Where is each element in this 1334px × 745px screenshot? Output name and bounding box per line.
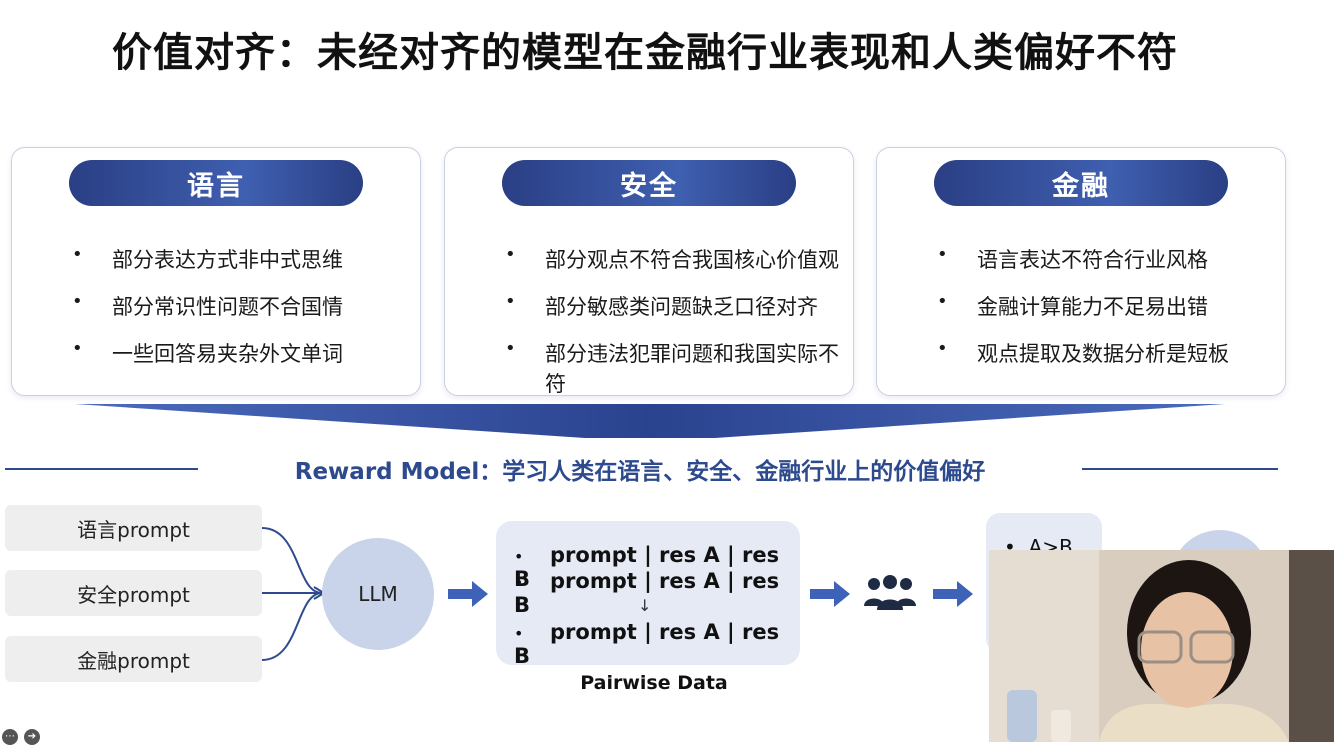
bullet-item: 部分敏感类问题缺乏口径对齐 [505,291,853,338]
card-language: 语言 部分表达方式非中式思维 部分常识性问题不合国情 一些回答易夹杂外文单词 [11,147,421,396]
converge-banner [75,404,1225,438]
arrow-right-icon [933,581,973,607]
arrow-right-icon [810,581,850,607]
bullet-item: 部分表达方式非中式思维 [72,244,343,291]
arrow-right-icon [448,581,488,607]
presenter-image [989,550,1334,742]
pair-row: •prompt | res A | res B [514,620,780,668]
bullet-item: 语言表达不符合行业风格 [937,244,1229,291]
pairwise-caption: Pairwise Data [580,672,728,694]
pair-row: •prompt | res A | res B [514,543,780,591]
down-arrow-icon: ↓ [638,596,652,615]
people-icon [864,575,916,610]
divider-right [1082,468,1278,470]
pairwise-data-box: •prompt | res A | res B •prompt | res A … [496,521,800,668]
forward-icon[interactable]: ➔ [24,729,40,745]
pair-row: •prompt | res A | res B [514,569,780,617]
reward-model-title: Reward Model：学习人类在语言、安全、金融行业上的价值偏好 [294,459,986,485]
llm-node: LLM [322,538,434,650]
bullet-list: 部分观点不符合我国核心价值观 部分敏感类问题缺乏口径对齐 部分违法犯罪问题和我国… [505,244,853,396]
bullet-item: 部分常识性问题不合国情 [72,291,343,338]
player-controls: ⋯ ➔ [2,729,40,745]
slide-title: 价值对齐：未经对齐的模型在金融行业表现和人类偏好不符 [112,30,1178,76]
more-icon[interactable]: ⋯ [2,729,18,745]
bullet-item: 一些回答易夹杂外文单词 [72,338,343,385]
bullet-item: 金融计算能力不足易出错 [937,291,1229,338]
divider-left [5,468,198,470]
card-finance: 金融 语言表达不符合行业风格 金融计算能力不足易出错 观点提取及数据分析是短板 [876,147,1286,396]
bullet-list: 语言表达不符合行业风格 金融计算能力不足易出错 观点提取及数据分析是短板 [937,244,1229,385]
prompt-language: 语言prompt [5,505,262,551]
prompt-connectors [262,527,326,661]
card-heading: 安全 [502,160,796,206]
webcam-video [989,550,1334,742]
card-safety: 安全 部分观点不符合我国核心价值观 部分敏感类问题缺乏口径对齐 部分违法犯罪问题… [444,147,854,396]
bullet-item: 部分观点不符合我国核心价值观 [505,244,853,291]
bullet-item: 观点提取及数据分析是短板 [937,338,1229,385]
prompt-finance: 金融prompt [5,636,262,682]
bullet-item: 部分违法犯罪问题和我国实际不符 [505,338,853,396]
card-heading: 金融 [934,160,1228,206]
bullet-list: 部分表达方式非中式思维 部分常识性问题不合国情 一些回答易夹杂外文单词 [72,244,343,385]
prompt-safety: 安全prompt [5,570,262,616]
card-heading: 语言 [69,160,363,206]
